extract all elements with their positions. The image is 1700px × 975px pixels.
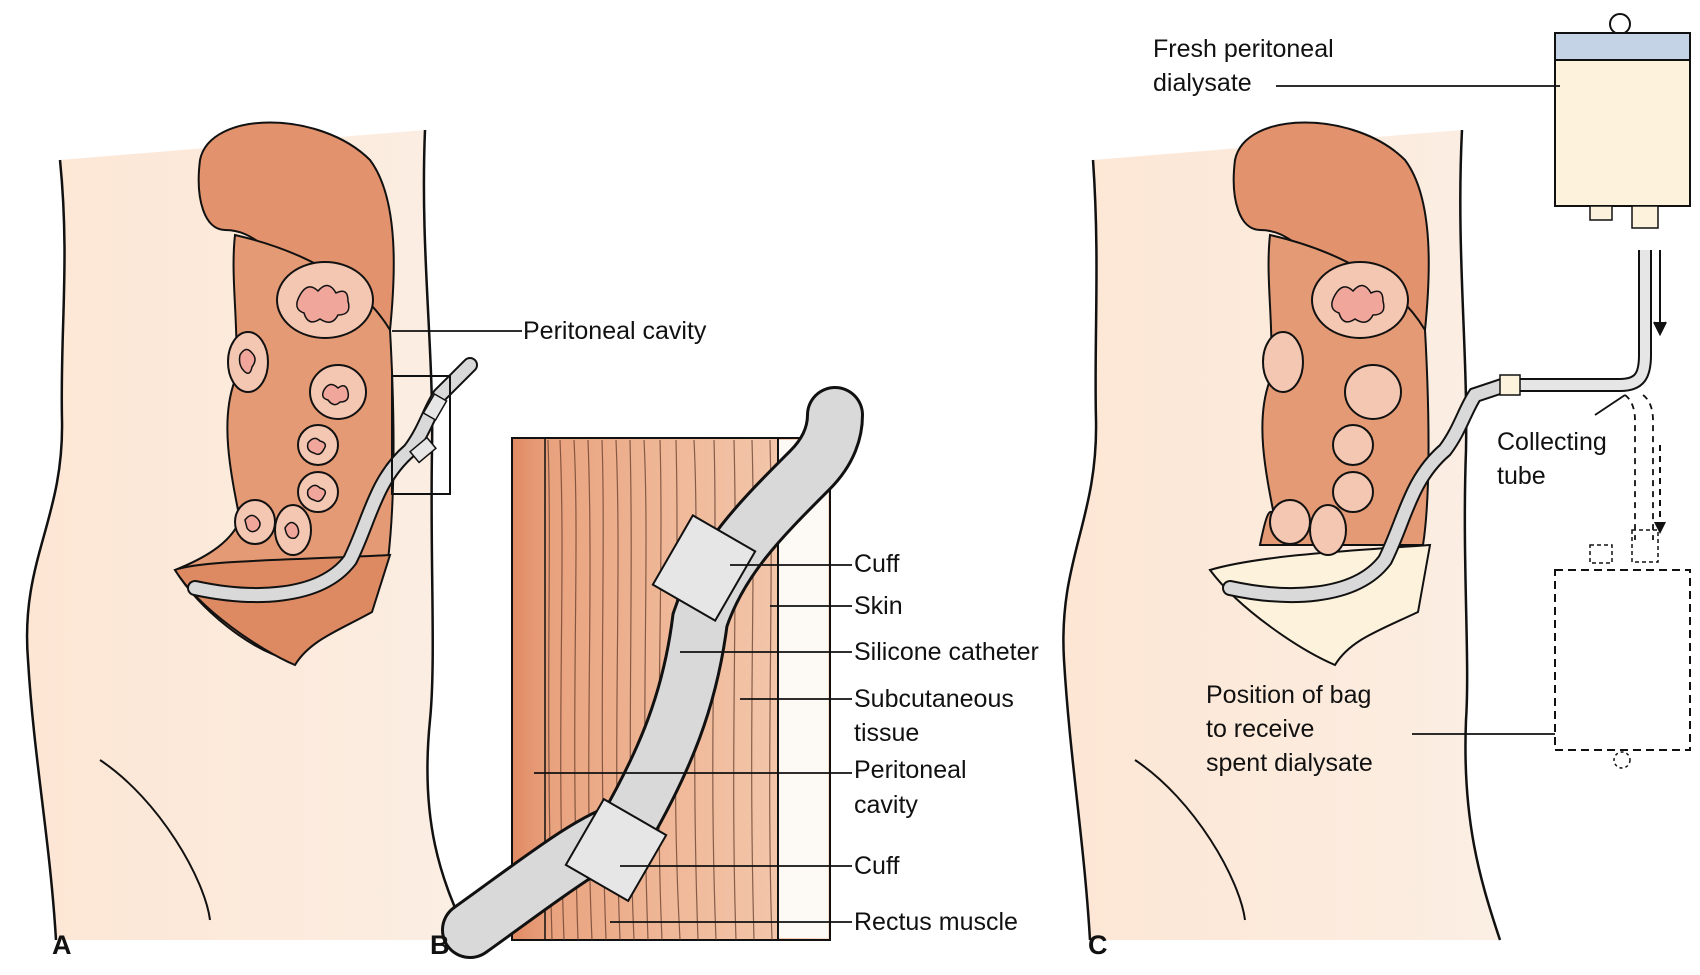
panel-b-leaders [534, 564, 852, 923]
label-fresh-2: dialysate [1153, 69, 1252, 97]
label-collecting-1: Collecting [1497, 428, 1607, 456]
label-collecting-2: tube [1497, 462, 1546, 490]
label-peritoneal-1: Peritoneal [854, 756, 967, 784]
label-position-2: to receive [1206, 715, 1315, 743]
panel-label-a: A [52, 930, 72, 960]
label-fresh-1: Fresh peritoneal [1153, 35, 1334, 63]
label-peritoneal-2: cavity [854, 791, 918, 819]
panel-label-c: C [1088, 930, 1108, 960]
panel-a-catheter [187, 357, 478, 603]
label-cuff-bottom: Cuff [854, 852, 900, 880]
label-skin: Skin [854, 592, 903, 620]
label-peritoneal-cavity-a: Peritoneal cavity [523, 317, 707, 345]
label-subcutaneous-2: tissue [854, 719, 920, 747]
label-subcutaneous-1: Subcutaneous [854, 685, 1014, 713]
label-silicone-catheter: Silicone catheter [854, 638, 1039, 666]
panel-label-b: B [430, 930, 450, 960]
label-cuff-top: Cuff [854, 550, 900, 578]
panel-c-catheter [1222, 377, 1513, 603]
panel-c-leaders [1276, 85, 1626, 735]
label-position-1: Position of bag [1206, 681, 1372, 709]
spent-dialysate-bag [1554, 445, 1691, 769]
collecting-tube [1499, 250, 1654, 540]
fresh-dialysate-bag [1554, 13, 1691, 337]
label-position-3: spent dialysate [1206, 749, 1373, 777]
panel-b-catheter [441, 386, 864, 959]
label-rectus-muscle: Rectus muscle [854, 908, 1018, 936]
